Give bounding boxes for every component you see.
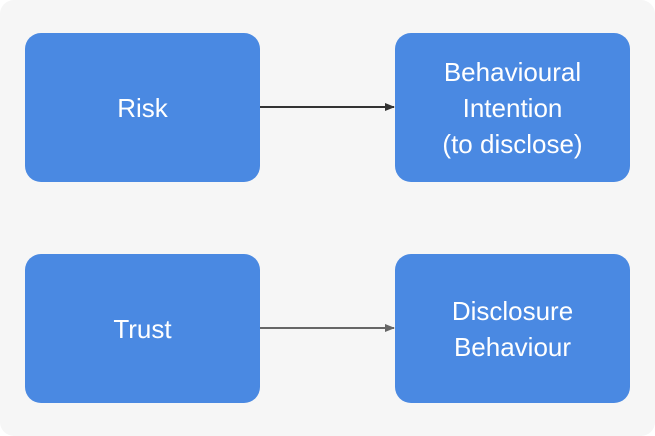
node-trust-label: Trust xyxy=(113,311,171,347)
node-intention-line-3: (to disclose) xyxy=(442,128,583,159)
node-trust: Trust xyxy=(25,254,260,403)
node-behaviour-line-2: Behaviour xyxy=(453,331,572,362)
node-risk-line: Risk xyxy=(117,92,168,123)
node-risk: Risk xyxy=(25,33,260,182)
node-trust-line: Trust xyxy=(113,313,172,344)
node-behavioural-intention-label: Behavioural Intention (to disclose) xyxy=(442,54,582,162)
node-risk-label: Risk xyxy=(117,90,168,126)
node-intention-line-2: Intention xyxy=(462,92,563,123)
node-disclosure-behaviour-label: Disclosure Behaviour xyxy=(452,293,573,365)
node-disclosure-behaviour: Disclosure Behaviour xyxy=(395,254,630,403)
node-behaviour-line-1: Disclosure xyxy=(451,295,574,326)
node-behavioural-intention: Behavioural Intention (to disclose) xyxy=(395,33,630,182)
node-intention-line-1: Behavioural xyxy=(443,56,582,87)
